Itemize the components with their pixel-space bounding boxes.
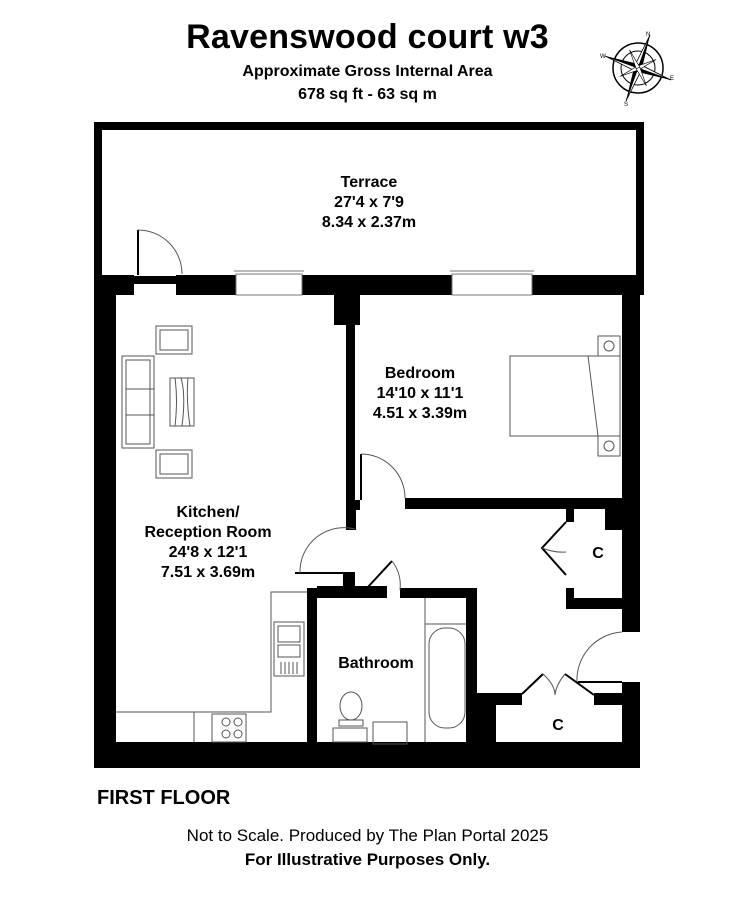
area-subtitle: Approximate Gross Internal Area	[242, 63, 493, 80]
room-imperial: 14'10 x 11'1	[376, 385, 464, 402]
page-title: Ravenswood court w3	[186, 18, 549, 56]
bathroom-fixtures	[332, 598, 466, 745]
svg-text:E: E	[670, 76, 674, 82]
room-metric: 7.51 x 3.69m	[160, 564, 256, 581]
illustrative-note: For Illustrative Purposes Only.	[244, 850, 491, 869]
doors	[137, 229, 623, 696]
room-name: C	[552, 717, 564, 734]
room-name: Terrace	[340, 174, 398, 191]
floor-label: FIRST FLOOR	[97, 787, 231, 809]
room-cupboard-upper: C	[586, 544, 610, 564]
room-name-line2: Reception Room	[144, 524, 272, 541]
room-metric: 4.51 x 3.39m	[372, 405, 468, 422]
room-name-line1: Kitchen/	[176, 504, 240, 521]
compass-rose-icon: N E S W	[600, 32, 674, 108]
walls	[94, 275, 644, 768]
room-imperial: 27'4 x 7'9	[334, 194, 404, 211]
sofa-set-icon	[121, 325, 195, 479]
room-metric: 8.34 x 2.37m	[321, 214, 417, 231]
room-bathroom: Bathroom	[326, 654, 426, 674]
area-value: 678 sq ft - 63 sq m	[298, 86, 437, 103]
svg-text:S: S	[624, 102, 628, 108]
room-name: Bathroom	[338, 655, 414, 672]
room-kitchen-reception: Kitchen/ Reception Room 24'8 x 12'1 7.51…	[128, 503, 288, 583]
svg-text:W: W	[600, 54, 606, 60]
kitchen-units	[116, 591, 307, 743]
bed-icon	[509, 335, 621, 457]
room-name: Bedroom	[384, 365, 456, 382]
room-bedroom: Bedroom 14'10 x 11'1 4.51 x 3.39m	[360, 364, 480, 424]
room-imperial: 24'8 x 12'1	[168, 544, 248, 561]
svg-text:N: N	[646, 32, 650, 38]
room-name: C	[592, 545, 604, 562]
room-terrace: Terrace 27'4 x 7'9 8.34 x 2.37m	[299, 173, 439, 233]
room-cupboard-lower: C	[546, 716, 570, 736]
windows	[234, 270, 534, 296]
scale-disclaimer: Not to Scale. Produced by The Plan Porta…	[186, 826, 549, 845]
